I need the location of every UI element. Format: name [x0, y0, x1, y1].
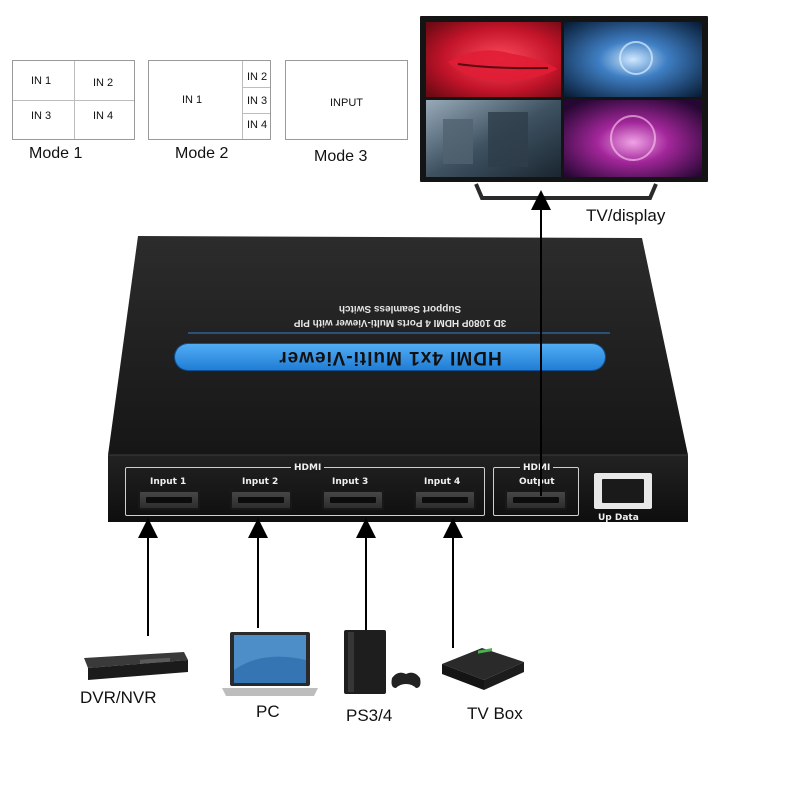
mode-2-cell-in3: IN 3 — [247, 95, 268, 107]
hdmi-group-label: HDMI — [291, 463, 325, 473]
hdmi-input-1-port[interactable] — [138, 490, 200, 510]
mode-3-cell-input: INPUT — [330, 97, 363, 109]
mode-3-label: Mode 3 — [314, 148, 368, 165]
dvr-nvr-label: DVR/NVR — [80, 688, 157, 707]
input-4-label: Input 4 — [424, 477, 461, 487]
update-port-label: Up Data — [598, 513, 639, 523]
output-label: Output — [519, 477, 555, 487]
mode-1-cell-in1: IN 1 — [31, 75, 52, 87]
device-subtitle-2: Support Seamless Switch — [338, 303, 462, 314]
mode-3-box: INPUT — [285, 60, 408, 140]
hdmi-input-2-port[interactable] — [230, 490, 292, 510]
pc-label: PC — [256, 702, 280, 721]
mode-2-cell-in2: IN 2 — [247, 71, 268, 83]
laptop-icon — [222, 632, 318, 696]
device-subtitle: 3D 1080P HDMI 4 Ports Multi-Viewer with … — [293, 317, 507, 328]
mode-1-label: Mode 1 — [29, 145, 83, 162]
hdmi-input-3-port[interactable] — [322, 490, 384, 510]
mode-2-divider-h2 — [242, 113, 270, 114]
device-title-banner: HDMI 4x1 Multi-Viewer — [175, 344, 605, 370]
input-2-label: Input 2 — [242, 477, 279, 487]
update-port[interactable] — [594, 473, 652, 509]
mode-1-box: IN 1 IN 2 IN 3 IN 4 — [12, 60, 135, 140]
mode-2-divider-v — [242, 61, 243, 139]
input-1-label: Input 1 — [150, 477, 187, 487]
tv-icon — [420, 16, 708, 200]
rj45-socket — [602, 479, 644, 503]
tv-display-label: TV/display — [586, 206, 666, 225]
mode-1-divider-h — [13, 100, 134, 101]
mode-2-divider-h1 — [242, 87, 270, 88]
mode-1-cell-in2: IN 2 — [93, 77, 114, 89]
device-title: HDMI 4x1 Multi-Viewer — [278, 347, 502, 368]
mode-2-label: Mode 2 — [175, 145, 229, 162]
hdmi-output-port[interactable] — [505, 490, 567, 510]
hdmi-input-4-port[interactable] — [414, 490, 476, 510]
tv-box-label: TV Box — [467, 704, 523, 723]
hdmi-output-group-label: HDMI — [520, 463, 554, 473]
mode-1-cell-in4: IN 4 — [93, 110, 114, 122]
mode-2-cell-in1: IN 1 — [182, 94, 203, 106]
game-console-icon — [344, 630, 421, 694]
ps-label: PS3/4 — [346, 706, 393, 725]
mode-1-cell-in3: IN 3 — [31, 110, 52, 122]
tv-box-icon — [442, 648, 524, 690]
input-3-label: Input 3 — [332, 477, 369, 487]
mode-1-divider-v — [74, 61, 75, 139]
mode-2-box: IN 1 IN 2 IN 3 IN 4 — [148, 60, 271, 140]
dvr-nvr-icon — [84, 652, 188, 680]
mode-2-cell-in4: IN 4 — [247, 119, 268, 131]
